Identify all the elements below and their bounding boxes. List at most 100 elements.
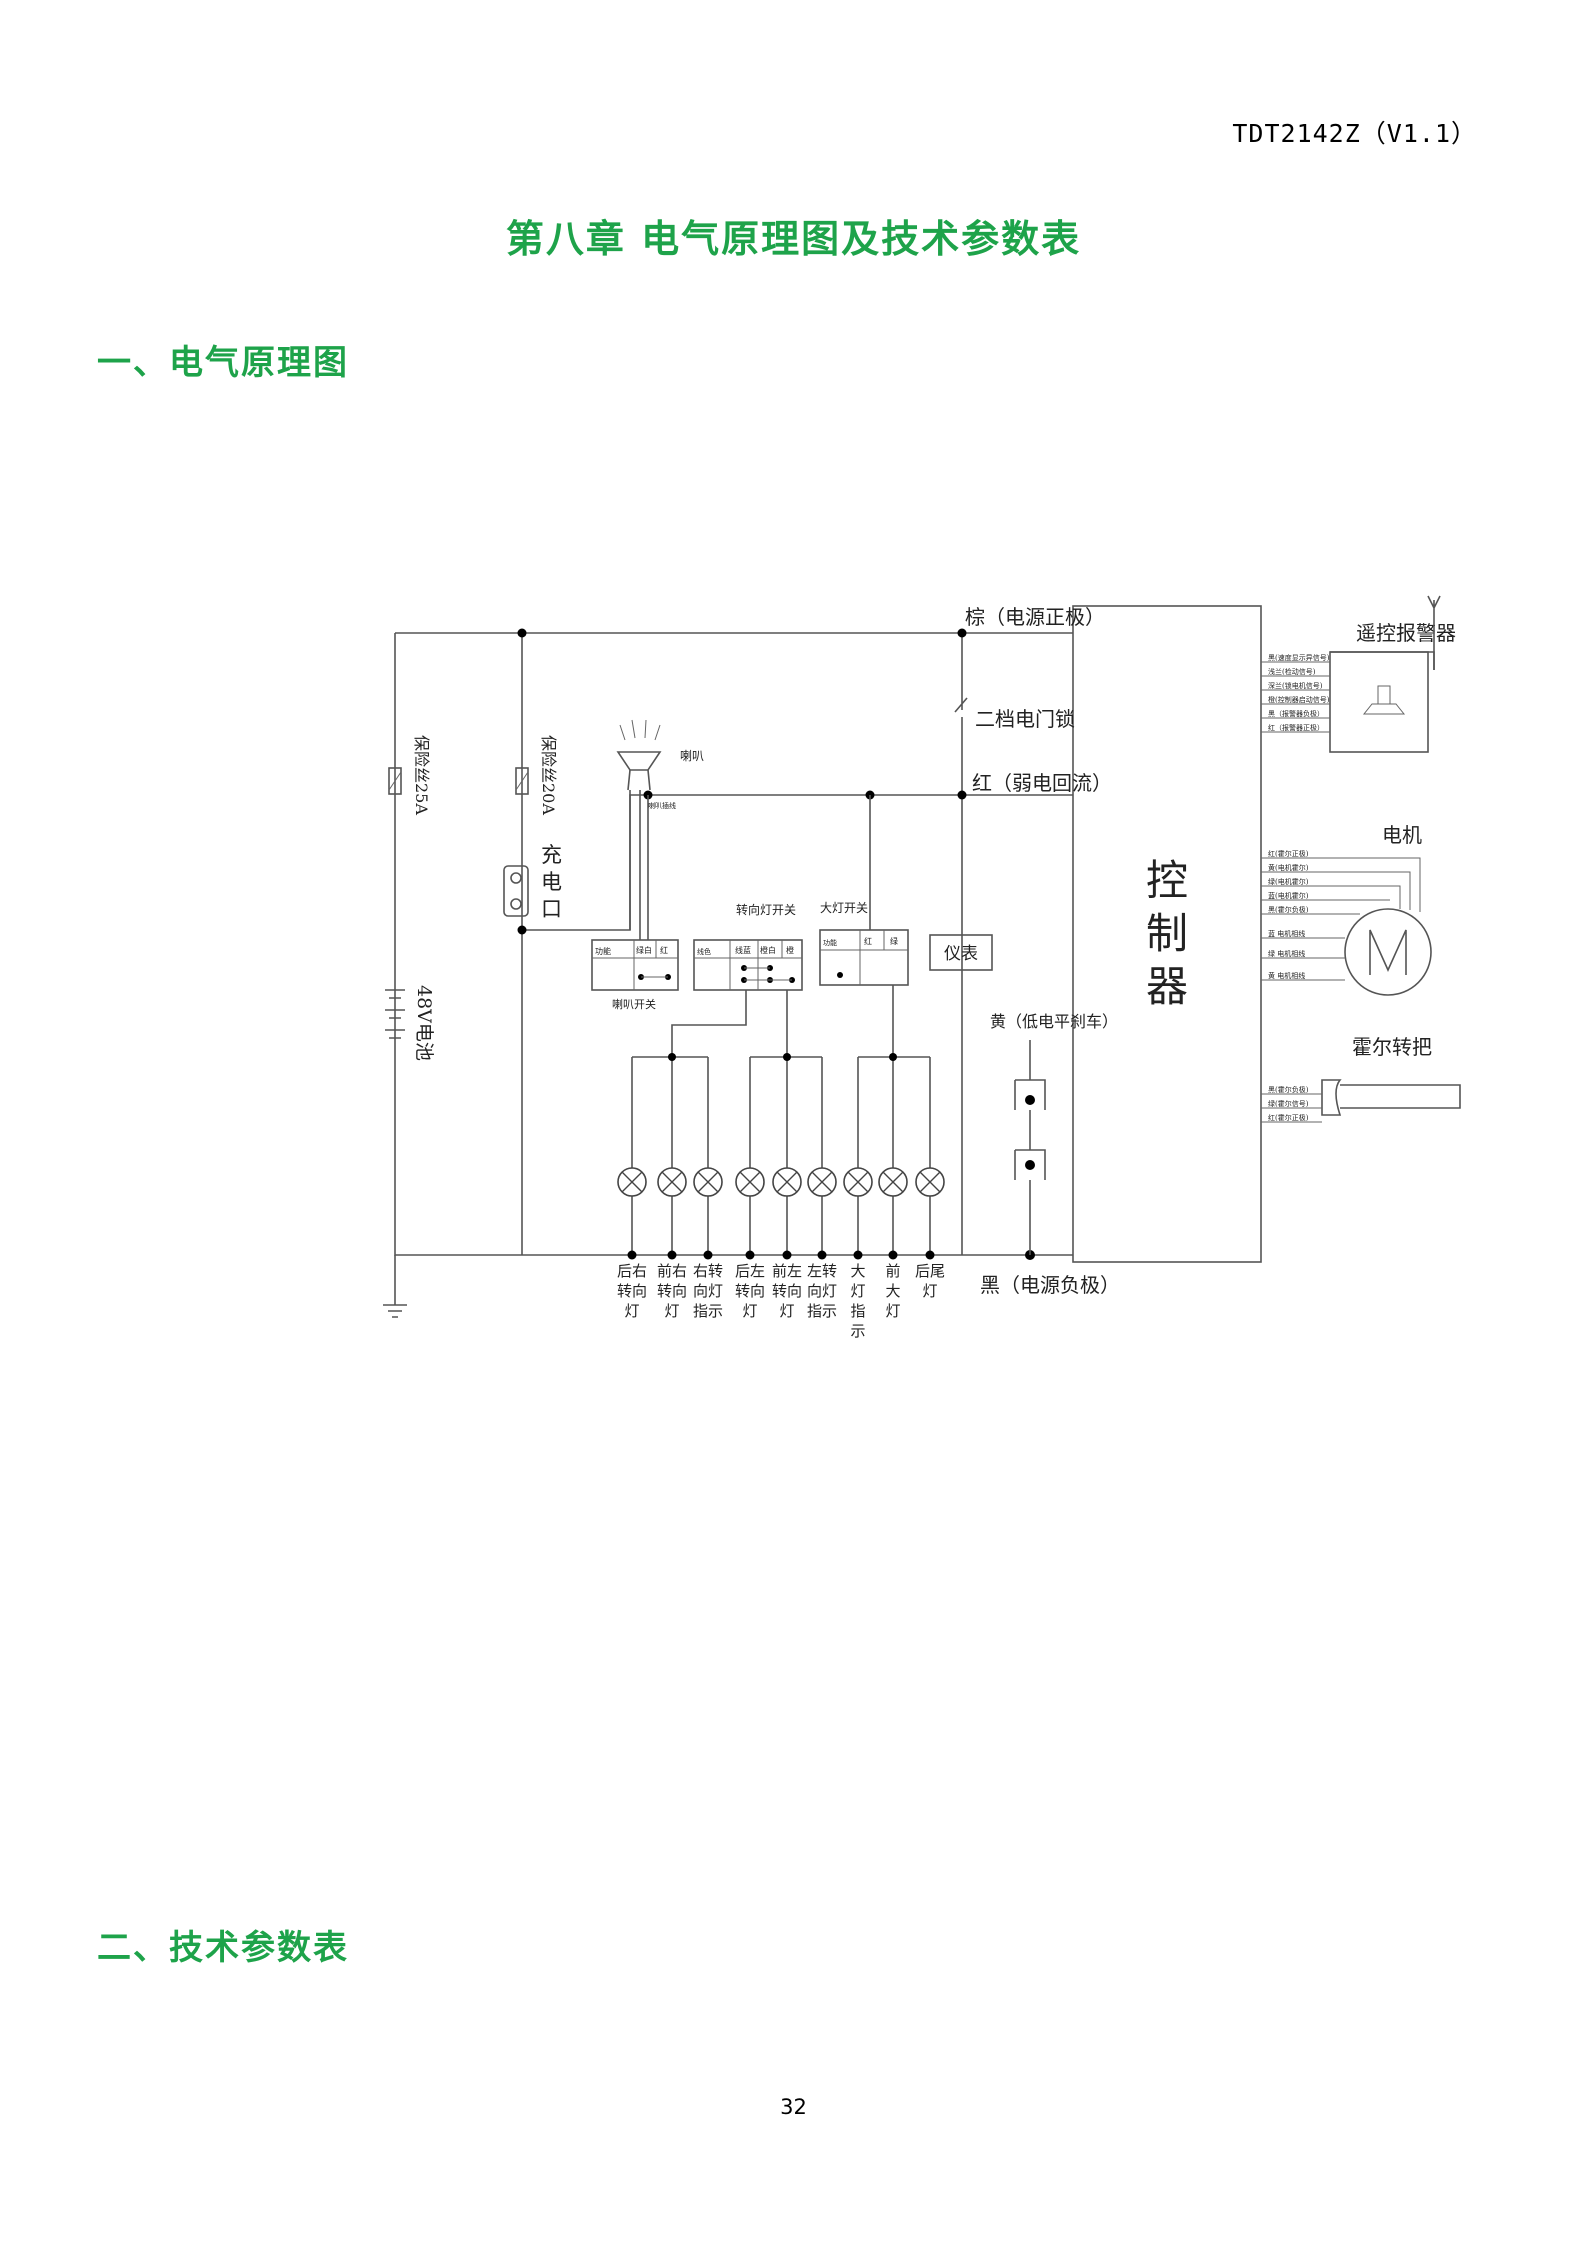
alarm-wire-1: 黑(速度显示异信号)	[1268, 653, 1330, 662]
motor-wire-3: 绿(电机霍尔)	[1268, 877, 1309, 886]
fuse-20a-label: 保险丝20A	[539, 735, 558, 815]
lamp-7-label-3: 指	[850, 1302, 865, 1320]
turn-switch-orange-white: 橙白	[760, 945, 776, 955]
alarm-wire-2: 浅兰(检动信号)	[1268, 667, 1316, 676]
lamp-8-label-2: 大	[885, 1282, 900, 1300]
lamp-8-label-1: 前	[885, 1262, 900, 1280]
controller-label-3: 器	[1146, 962, 1188, 1011]
alarm-wire-3: 深兰(锁电机信号)	[1268, 681, 1323, 690]
document-code: TDT2142Z（V1.1）	[1232, 119, 1477, 148]
wire-second-gear-lock: 二档电门锁	[975, 707, 1075, 731]
lamp-6-label-2: 向灯	[807, 1282, 837, 1300]
motor-wire-6: 蓝 电机相线	[1268, 929, 1305, 938]
lamp-3-label-3: 指示	[693, 1302, 723, 1320]
throttle-icon	[1321, 1079, 1461, 1116]
lamp-9-label-2: 灯	[922, 1282, 937, 1300]
wire-yellow-brake: 黄（低电平刹车）	[990, 1012, 1118, 1031]
turn-switch-cable: 线色	[697, 947, 711, 956]
horn-pin-label: 喇叭插线	[648, 801, 676, 810]
horn-switch-func: 功能	[595, 946, 611, 956]
turn-switch-orange: 橙	[786, 945, 794, 955]
horn-switch-label: 喇叭开关	[612, 997, 656, 1011]
lamp-5-label-1: 前左	[772, 1262, 802, 1280]
lamp-3-label-2: 向灯	[693, 1282, 723, 1300]
charge-port-label-1: 充	[541, 843, 562, 867]
lamp-7-label-4: 示	[850, 1322, 865, 1340]
lamp-3-label-1: 右转	[693, 1262, 723, 1280]
page-number: 32	[780, 2095, 807, 2119]
alarm-wire-6: 红（报警器正极）	[1268, 723, 1324, 732]
lamp-8: 前大灯	[878, 1167, 908, 1320]
lamp-1-label-3: 灯	[624, 1302, 639, 1320]
lamp-7-label-1: 大	[850, 1262, 865, 1280]
charge-port-icon	[503, 865, 529, 917]
alarm-wire-5: 黑（报警器负极）	[1268, 709, 1324, 718]
wire-black-negative: 黑（电源负极）	[980, 1273, 1120, 1297]
wire-brown-positive: 棕（电源正极）	[965, 605, 1105, 629]
throttle-wire-3: 红(霍尔正极)	[1268, 1113, 1309, 1122]
headlight-switch-func: 功能	[823, 938, 837, 947]
lamp-2-label-3: 灯	[664, 1302, 679, 1320]
horn-switch	[591, 939, 679, 991]
turn-switch-lan: 线蓝	[735, 945, 751, 955]
meter-label: 仪表	[944, 944, 978, 964]
motor-wire-1: 红(霍尔正极)	[1268, 849, 1309, 858]
section-title-circuit-diagram: 一、电气原理图	[97, 343, 349, 383]
horn-label: 喇叭	[680, 748, 704, 763]
alarm-speaker-icon	[1362, 685, 1406, 715]
controller-label-2: 制	[1146, 909, 1188, 958]
throttle-wire-1: 黑(霍尔负极)	[1268, 1085, 1309, 1094]
alarm-wire-4: 橙(控制器启动信号)	[1268, 695, 1330, 704]
motor-wire-4: 蓝(电机霍尔)	[1268, 891, 1309, 900]
charge-port-label-2: 电	[541, 870, 562, 894]
lamp-2-label-2: 转向	[657, 1282, 687, 1300]
fuse-25a-label: 保险丝25A	[412, 735, 431, 815]
lamp-5-label-3: 灯	[779, 1302, 794, 1320]
section-title-tech-params: 二、技术参数表	[97, 1928, 349, 1968]
headlight-switch-label: 大灯开关	[820, 901, 868, 915]
lamp-8-label-3: 灯	[885, 1302, 900, 1320]
wire-red-weak: 红（弱电回流）	[972, 771, 1112, 795]
lamp-4-label-1: 后左	[735, 1262, 765, 1280]
turn-switch-label: 转向灯开关	[736, 902, 796, 917]
meter-box	[929, 934, 993, 971]
horn-switch-red: 红	[660, 945, 668, 955]
lamp-9-label-1: 后尾	[915, 1262, 945, 1280]
battery-label: 48V电池	[413, 985, 435, 1061]
headlight-switch-red: 红	[864, 936, 872, 946]
motor-icon	[1344, 908, 1432, 996]
motor-wire-8: 黄 电机相线	[1268, 971, 1305, 980]
horn-icon	[616, 719, 662, 791]
headlight-switch	[819, 929, 909, 986]
lamp-6-label-3: 指示	[807, 1302, 837, 1320]
lamp-9: 后尾灯	[915, 1167, 945, 1300]
lamp-1-label-1: 后右	[617, 1262, 647, 1280]
lamp-1-label-2: 转向	[617, 1282, 647, 1300]
motor-wire-7: 绿 电机相线	[1268, 949, 1305, 958]
alarm-box	[1329, 651, 1429, 753]
chapter-title: 第八章 电气原理图及技术参数表	[505, 217, 1082, 261]
charge-port-label-3: 口	[541, 897, 562, 921]
lamp-5-label-2: 转向	[772, 1282, 802, 1300]
turn-switch	[693, 939, 803, 991]
lamp-6-label-1: 左转	[807, 1262, 837, 1280]
motor-wire-5: 黑(霍尔负极)	[1268, 905, 1309, 914]
controller-box	[1072, 605, 1262, 1263]
controller-label-1: 控	[1146, 856, 1188, 905]
horn-switch-green-white: 绿白	[636, 945, 652, 955]
lamp-4-label-3: 灯	[742, 1302, 757, 1320]
throttle-wire-2: 绿(霍尔信号)	[1268, 1099, 1309, 1108]
lamp-2-label-1: 前右	[657, 1262, 687, 1280]
alarm-title: 遥控报警器	[1356, 621, 1456, 645]
lamp-7-label-2: 灯	[850, 1282, 865, 1300]
motor-title: 电机	[1382, 823, 1422, 847]
motor-wire-2: 黄(电机霍尔)	[1268, 863, 1309, 872]
lamp-4-label-2: 转向	[735, 1282, 765, 1300]
headlight-switch-green: 绿	[890, 937, 898, 946]
